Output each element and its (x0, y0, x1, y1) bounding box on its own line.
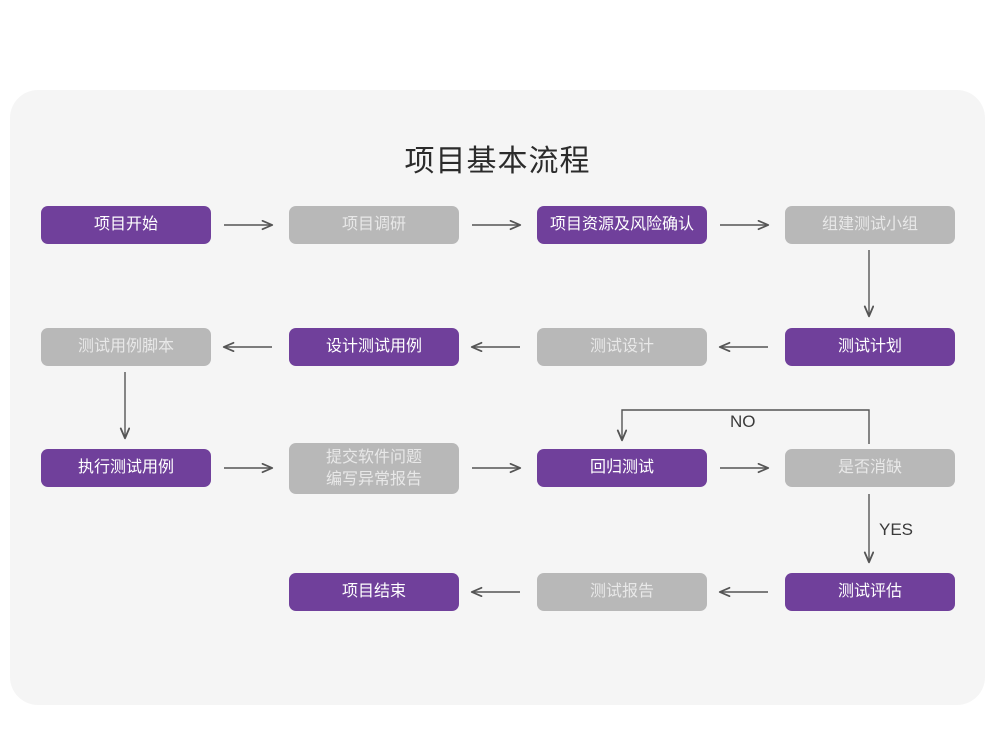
node-project-end[interactable]: 项目结束 (289, 573, 459, 611)
node-test-case-script[interactable]: 测试用例脚本 (41, 328, 211, 366)
node-defect-resolved[interactable]: 是否消缺 (785, 449, 955, 487)
edge-label-yes: YES (879, 520, 914, 539)
edge-label-no: NO (730, 412, 756, 431)
node-submit-issue-report[interactable]: 提交软件问题 编写异常报告 (289, 443, 459, 494)
flowchart-card: 项目基本流程 (10, 90, 985, 705)
page-title: 项目基本流程 (404, 145, 591, 178)
node-test-report[interactable]: 测试报告 (537, 573, 707, 611)
node-execute-test-case[interactable]: 执行测试用例 (41, 449, 211, 487)
node-resource-risk-confirm[interactable]: 项目资源及风险确认 (537, 206, 707, 244)
node-test-plan[interactable]: 测试计划 (785, 328, 955, 366)
node-test-design[interactable]: 测试设计 (537, 328, 707, 366)
node-project-start[interactable]: 项目开始 (41, 206, 211, 244)
node-project-research[interactable]: 项目调研 (289, 206, 459, 244)
node-build-test-team[interactable]: 组建测试小组 (785, 206, 955, 244)
node-regression-test[interactable]: 回归测试 (537, 449, 707, 487)
node-test-evaluation[interactable]: 测试评估 (785, 573, 955, 611)
node-design-test-case[interactable]: 设计测试用例 (289, 328, 459, 366)
